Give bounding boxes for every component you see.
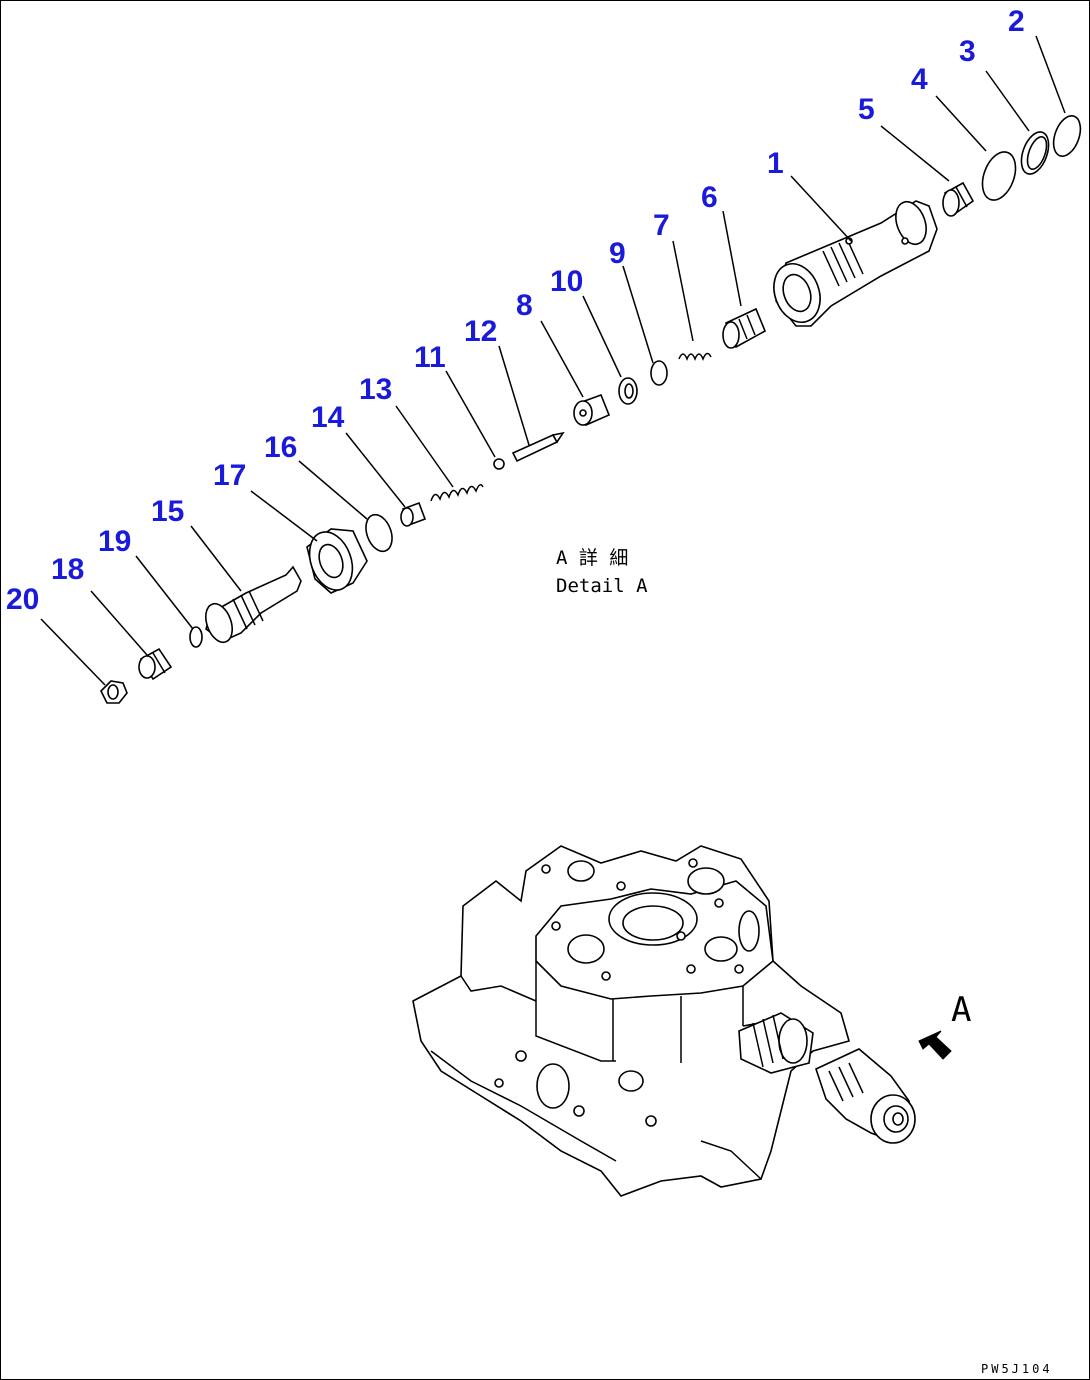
detail-caption-en: Detail A: [556, 575, 648, 597]
part-5-plug: [942, 181, 975, 217]
view-arrow-a: A: [918, 990, 971, 1060]
view-label-a: A: [951, 990, 971, 1030]
callout-15: 15: [151, 495, 184, 528]
callout-11: 11: [414, 341, 446, 374]
valve-block: [412, 845, 916, 1197]
part-13-spring: [430, 484, 484, 502]
leader-lines: [40, 35, 1066, 686]
part-19-oring: [189, 626, 203, 648]
part-15-plug: [205, 565, 302, 644]
part-2-oring: [1052, 115, 1082, 157]
part-1-valve-body: [773, 200, 938, 327]
callout-7: 7: [653, 209, 670, 242]
callout-3: 3: [959, 35, 976, 68]
callout-19: 19: [98, 525, 131, 558]
drawing-code: PW5J104: [981, 1362, 1053, 1376]
part-12-pin: [511, 431, 565, 463]
callout-14: 14: [311, 401, 345, 434]
part-18-fitting: [138, 647, 173, 681]
callout-5: 5: [858, 93, 875, 126]
callout-1: 1: [767, 147, 784, 180]
callout-10: 10: [550, 265, 583, 298]
callout-16: 16: [264, 431, 297, 464]
callout-12: 12: [464, 315, 497, 348]
part-6-sleeve: [722, 307, 767, 349]
part-16-oring: [365, 513, 393, 553]
part-8-retainer: [573, 393, 611, 427]
part-17-nut: [306, 528, 368, 594]
part-4-oring: [981, 151, 1017, 201]
exploded-parts: [100, 115, 1082, 704]
callout-20: 20: [6, 583, 39, 616]
part-11-ball: [493, 458, 505, 470]
callout-8: 8: [516, 289, 533, 322]
callout-4: 4: [911, 63, 928, 96]
part-7-spring: [678, 352, 712, 362]
part-10-washer: [618, 377, 638, 405]
callout-13: 13: [359, 373, 392, 406]
callout-9: 9: [609, 237, 626, 270]
callout-17: 17: [213, 459, 246, 492]
callout-2: 2: [1008, 5, 1025, 38]
detail-caption-jp: A 詳 細: [556, 547, 628, 569]
part-20-nut: [100, 680, 128, 704]
part-9-oring: [650, 360, 668, 386]
callout-6: 6: [701, 181, 718, 214]
callout-18: 18: [51, 553, 84, 586]
part-14-cap: [400, 501, 427, 527]
callout-labels: 1 2 3 4 5 6 7 8 9 10 11 12 13 14 15 16 1…: [6, 5, 1025, 616]
